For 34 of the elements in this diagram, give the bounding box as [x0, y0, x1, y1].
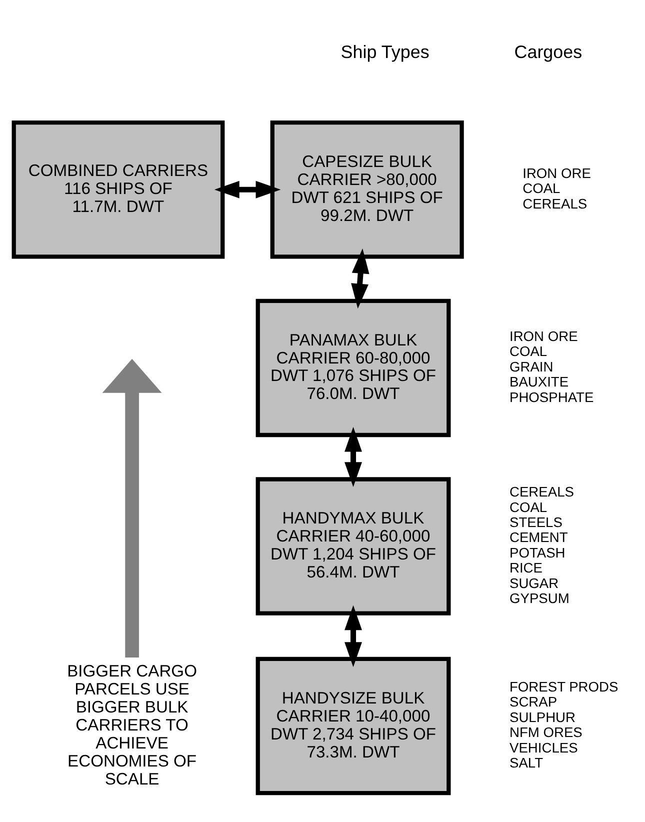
- node-label: RICE: [509, 559, 543, 576]
- node-label: COAL: [509, 342, 548, 359]
- node-box: HANDYSIZE BULK CARRIER 10-40,000 DWT 2,734 SHIPS OF 73.3M. DWT: [256, 656, 451, 795]
- arrow: [344, 604, 362, 667]
- node-label: STEELS: [509, 513, 562, 530]
- node-box: HANDYMAX BULK CARRIER 40-60,000 DWT 1,204 SHIPS OF 56.4M. DWT: [256, 476, 451, 615]
- node-label: CEREALS: [509, 483, 574, 500]
- node-label: NFM ORES: [509, 724, 582, 740]
- arrow: [351, 248, 370, 308]
- arrow: [344, 426, 362, 487]
- node-label: FOREST PRODS: [509, 678, 618, 694]
- node-label: CEMENT: [509, 528, 568, 545]
- node-box: PANAMAX BULK CARRIER 60-80,000 DWT 1,076 SHIPS OF 76.0M. DWT: [256, 298, 451, 437]
- node-label: SALT: [509, 754, 544, 770]
- label: Cargoes: [514, 42, 582, 62]
- node-label: IRON ORE: [522, 164, 591, 180]
- node-label: PHOSPHATE: [509, 388, 594, 404]
- node-label: COAL: [509, 498, 548, 514]
- node-box: CAPESIZE BULK CARRIER >80,000 DWT 621 SHIPS OF 99.2M. DWT: [270, 120, 464, 258]
- arrow: [214, 180, 281, 198]
- label: BIGGER CARGO PARCELS USE BIGGER BULK CARRIERS TO ACHIEVE ECONOMIES OF SCALE: [67, 660, 197, 788]
- node-label: SUGAR: [509, 574, 559, 590]
- node-label: BAUXITE: [509, 373, 569, 390]
- node-label: IRON ORE: [509, 327, 578, 344]
- node-label: SCRAP: [509, 693, 558, 710]
- node-label: POTASH: [509, 544, 566, 560]
- node-label: SULPHUR: [509, 708, 576, 724]
- node-label: GRAIN: [509, 358, 554, 374]
- node-box: COMBINED CARRIERS 116 SHIPS OF 11.7M. DWT: [12, 120, 225, 258]
- node-label: VEHICLES: [509, 738, 578, 755]
- node-label: CEREALS: [522, 194, 588, 211]
- node-label: GYPSUM: [509, 589, 570, 606]
- label: Ship Types: [340, 42, 430, 62]
- node-label: COAL: [522, 180, 560, 196]
